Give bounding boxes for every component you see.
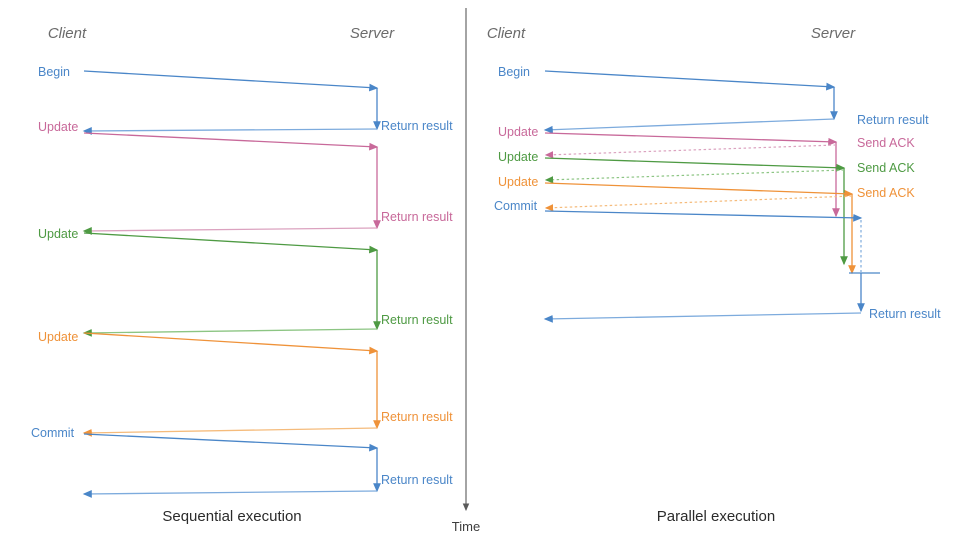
label-return-result-begin: Return result — [381, 119, 453, 133]
message-update-2: Update Return result — [38, 227, 453, 337]
time-axis: Time — [452, 8, 480, 534]
message-update-2-parallel: Update Send ACK — [498, 150, 915, 266]
arrow-update-1 — [83, 132, 379, 151]
arrow-return-result-commit-parallel — [543, 312, 862, 323]
message-begin-parallel: Begin Return result — [498, 65, 929, 134]
arrow-return-result-update-1 — [82, 227, 378, 235]
lane-header-server-parallel: Server — [811, 25, 856, 42]
arrow-return-result-commit — [82, 490, 378, 498]
label-commit: Commit — [31, 426, 75, 440]
message-update-1: Update Return result — [38, 120, 453, 235]
message-update-1-parallel: Update Send ACK — [498, 125, 915, 218]
label-return-result-update-1: Return result — [381, 210, 453, 224]
label-return-result-update-3: Return result — [381, 410, 453, 424]
message-commit-parallel: Commit Return result — [494, 199, 941, 323]
label-update-1: Update — [38, 120, 78, 134]
label-update-3-parallel: Update — [498, 175, 538, 189]
label-return-result-commit-parallel: Return result — [869, 307, 941, 321]
arrow-send-ack-3 — [544, 195, 853, 212]
arrow-update-3 — [83, 332, 379, 355]
arrow-begin-parallel — [544, 70, 836, 91]
lane-header-client: Client — [48, 25, 87, 42]
label-send-ack-3: Send ACK — [857, 186, 915, 200]
arrow-commit — [83, 433, 379, 452]
label-return-result-commit: Return result — [381, 473, 453, 487]
arrow-update-2 — [83, 232, 379, 254]
time-axis-label: Time — [452, 519, 480, 534]
panel-sequential: Client Server Begin Return result Update… — [31, 25, 453, 525]
label-begin-parallel: Begin — [498, 65, 530, 79]
message-begin: Begin Return result — [38, 65, 453, 135]
label-send-ack-2: Send ACK — [857, 161, 915, 175]
arrow-update-3-parallel — [544, 182, 854, 198]
label-update-1-parallel: Update — [498, 125, 538, 139]
label-send-ack-1: Send ACK — [857, 136, 915, 150]
arrow-return-result-begin — [82, 127, 378, 135]
arrow-update-1-parallel — [544, 132, 838, 146]
lane-header-client-parallel: Client — [487, 25, 526, 42]
caption-sequential: Sequential execution — [162, 508, 301, 525]
arrow-return-result-begin-parallel — [543, 118, 835, 134]
label-commit-parallel: Commit — [494, 199, 538, 213]
label-update-3: Update — [38, 330, 78, 344]
message-update-3-parallel: Update Send ACK — [498, 175, 915, 275]
arrow-return-result-update-3 — [82, 427, 378, 437]
message-commit: Commit Return result — [31, 426, 453, 498]
arrow-send-ack-1 — [544, 144, 837, 159]
arrow-begin — [83, 70, 379, 92]
arrow-commit-parallel — [544, 210, 863, 222]
arrow-send-ack-2 — [544, 169, 845, 184]
message-update-3: Update Return result — [38, 330, 453, 437]
label-update-2-parallel: Update — [498, 150, 538, 164]
arrow-return-result-update-2 — [82, 328, 378, 337]
panel-parallel: Client Server Begin Return result Update… — [487, 25, 941, 525]
label-return-result-begin-parallel: Return result — [857, 113, 929, 127]
lane-header-server: Server — [350, 25, 395, 42]
label-begin: Begin — [38, 65, 70, 79]
label-update-2: Update — [38, 227, 78, 241]
arrow-update-2-parallel — [544, 157, 846, 172]
label-return-result-update-2: Return result — [381, 313, 453, 327]
caption-parallel: Parallel execution — [657, 508, 775, 525]
